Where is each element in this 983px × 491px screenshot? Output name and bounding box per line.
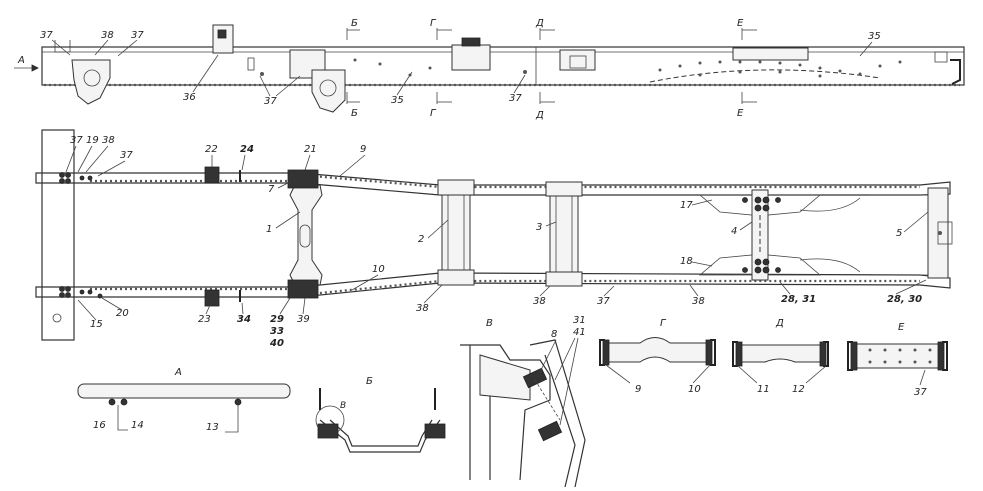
callout: 40 [269,338,284,349]
callout: 38 [533,296,546,307]
plan-view: 37 19 38 37 22 24 21 9 7 1 2 3 4 5 17 18… [35,129,953,349]
callout: 10 [372,264,385,275]
callout: 38 [692,296,705,307]
callout: 21 [304,144,317,155]
view-g: Г 9 10 [599,318,716,395]
callout: 37 [914,387,927,398]
section-e-top-label: Е [737,18,744,29]
crossmember-d-section [737,344,824,363]
callout: 4 [731,226,737,237]
view-d-title: Д [775,318,784,329]
callout: 22 [205,144,218,155]
view-b-title: Б [366,376,373,387]
view-a: А 16 14 13 [77,367,291,433]
callout: 13 [206,422,219,433]
rear-reinforcement-plate [732,47,809,61]
front-bumper [41,129,75,341]
callout: 3 [536,222,542,233]
bracket-23 [204,289,220,307]
callout: 1 [266,224,272,235]
section-d-bottom-label: Д [535,110,544,121]
callout: 7 [268,184,275,195]
crossmember-1 [289,184,323,286]
callout: 17 [680,200,693,211]
view-g-title: Г [660,318,667,329]
section-markers-top: А Б Б Г Г Д Д Е Е [14,18,757,121]
callout: 18 [680,256,693,267]
callout: 9 [360,144,366,155]
callout: 37 [120,150,133,161]
callout: 5 [896,228,902,239]
section-g-top-label: Г [430,18,437,29]
callout: 12 [792,384,805,395]
callout: 37 [40,30,53,41]
callout: 37 [509,93,522,104]
view-e: Е 37 [847,322,948,398]
callout: 34 [237,314,251,325]
callout: 28, 31 [781,294,816,305]
callout: 14 [131,420,144,431]
side-elevation-view: А Б Б Г Г Д Д Е Е 37 38 37 36 37 35 37 [14,18,965,121]
section-b-bottom-label: Б [351,108,358,119]
callout: 8 [551,329,557,340]
callout: 9 [635,384,641,395]
callout: 38 [101,30,114,41]
callout: 38 [416,303,429,314]
spring-bracket-mid [311,69,346,113]
callout: 37 [70,135,83,146]
crossmember-bracket-g [451,44,491,71]
callout: 35 [868,31,881,42]
callout: 29 [270,314,284,325]
callout: 31 [573,315,586,326]
callout: 15 [90,319,103,330]
callout: 37 [264,96,277,107]
section-b-top-label: Б [351,18,358,29]
crossmember-e-section [852,343,943,369]
crossmember-bracket-d [559,49,596,71]
callout: 19 [86,135,99,146]
callout: 2 [418,234,424,245]
bumper-section [77,383,291,399]
crossmember-3 [549,189,579,281]
bracket-22 [204,166,220,184]
callout: 23 [198,314,211,325]
callout: 11 [757,384,770,395]
plan-callouts: 37 19 38 37 22 24 21 9 7 1 2 3 4 5 17 18… [70,135,922,349]
section-g-bottom-label: Г [430,108,437,119]
view-d: Д 11 12 [732,318,829,395]
callout: 38 [102,135,115,146]
view-e-title: Е [898,322,905,333]
callout: 37 [597,296,610,307]
top-callouts: 37 38 37 36 37 35 37 35 [40,30,881,107]
section-a-label: А [17,55,25,66]
callout: 36 [183,92,196,103]
bracket-36 [212,24,234,54]
top-side-member [35,172,951,196]
callout: 28, 30 [887,294,922,305]
callout: 24 [240,144,254,155]
callout: 10 [688,384,701,395]
crossmember-g-section [604,337,711,363]
section-e-bottom-label: Е [737,108,744,119]
callout: 39 [297,314,310,325]
view-v: В 8 31 41 [460,315,586,488]
detail-v-mark: В [340,401,346,411]
view-v-title: В [486,318,493,329]
callout: 35 [391,95,404,106]
view-a-title: А [174,367,182,378]
callout: 37 [131,30,144,41]
side-rail [41,46,965,86]
callout: 16 [93,420,106,431]
callout: 33 [270,326,284,337]
section-d-top-label: Д [535,18,544,29]
callout: 20 [116,308,129,319]
view-b: Б В [315,376,446,453]
front-spring-bracket [71,59,111,105]
callout: 41 [573,327,586,338]
crossmember-2 [441,189,471,281]
rear-hook [950,59,961,85]
